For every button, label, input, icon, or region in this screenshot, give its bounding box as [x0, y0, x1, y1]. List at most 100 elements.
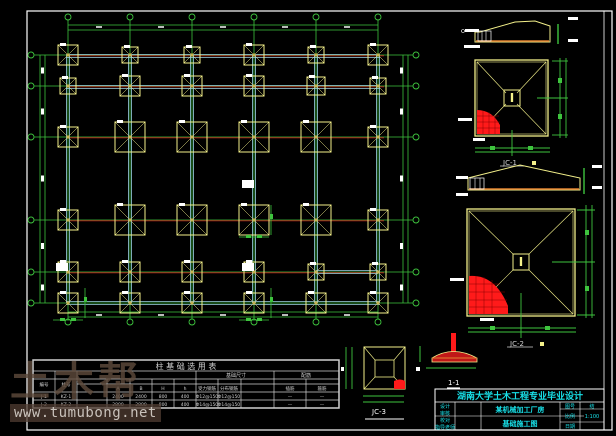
section-label: 1-1 — [448, 379, 459, 387]
footing-tag — [60, 260, 66, 263]
column-mark — [252, 135, 256, 139]
axis-bubble-bottom — [312, 318, 320, 326]
footing-tag — [124, 45, 130, 48]
column-mark — [190, 84, 194, 88]
footing — [243, 44, 265, 66]
footing-tag — [62, 76, 68, 79]
column-mark — [190, 218, 194, 222]
footing — [114, 121, 146, 153]
axis-bubble-bottom — [374, 318, 382, 326]
footing-tag — [303, 203, 309, 206]
footing-tag — [184, 74, 190, 77]
dimension-mark — [257, 318, 262, 321]
footing — [57, 292, 79, 314]
dimension-mark — [60, 318, 65, 321]
axis-bubble-right — [412, 268, 420, 276]
footing-tag — [60, 291, 66, 294]
footing-label — [242, 263, 254, 271]
axis-bubble-left — [27, 268, 35, 276]
column-mark — [376, 135, 380, 139]
column-mark — [252, 84, 256, 88]
dimension-text — [282, 26, 288, 28]
footing — [300, 121, 332, 153]
table-cell: 2400 — [135, 394, 147, 400]
table-header-cell: B — [139, 386, 142, 392]
table-cell: — — [320, 395, 325, 400]
footing-tag — [122, 291, 128, 294]
dimension-text — [96, 314, 102, 316]
column-mark — [376, 218, 380, 222]
table-header-cell: 编号 — [40, 381, 49, 388]
column-mark — [66, 301, 70, 305]
detail-jc2-label: JC-2 — [509, 340, 524, 348]
dimension-text — [400, 67, 403, 74]
column-mark — [66, 53, 70, 57]
column-mark — [376, 301, 380, 305]
table-header-cell: 受力钢筋 — [198, 385, 216, 392]
footing — [306, 76, 326, 96]
column-mark — [252, 270, 256, 274]
dimension-text — [41, 175, 44, 182]
table-cell: 400 — [181, 402, 190, 408]
footing-tag — [372, 262, 378, 265]
column-mark — [190, 53, 194, 57]
column-section-icon: I — [519, 255, 523, 269]
table-cell: 800 — [159, 402, 168, 408]
column-mark — [252, 218, 256, 222]
watermark-url[interactable]: www.tumubong.net — [10, 404, 161, 422]
footing-tag — [60, 208, 66, 211]
footing-tag — [370, 125, 376, 128]
table-header-cell: H — [161, 386, 164, 392]
table-cell: Φ12@150 — [218, 394, 240, 400]
footing — [181, 75, 203, 97]
foundation-plan — [27, 13, 420, 326]
column-mark — [66, 270, 70, 274]
dimension-mark — [71, 318, 76, 321]
table-cell: 400 — [181, 394, 190, 400]
footing — [176, 121, 208, 153]
column-mark — [128, 218, 132, 222]
axis-bubble-right — [412, 216, 420, 224]
title-label: 日期 — [565, 424, 575, 430]
axis-bubble-right — [412, 299, 420, 307]
footing — [176, 204, 208, 236]
footing — [119, 261, 141, 283]
axis-bubble-right — [412, 133, 420, 141]
footing-tag — [246, 291, 252, 294]
footing-detail-jc3: JC-3 — [341, 346, 406, 420]
column-mark — [128, 135, 132, 139]
dimension-mark — [246, 318, 251, 321]
column-mark — [66, 135, 70, 139]
table-cell: — — [288, 403, 293, 408]
dimension-mark — [246, 235, 251, 238]
column-mark — [128, 53, 132, 57]
column-mark — [190, 270, 194, 274]
dimension-mark — [270, 297, 273, 302]
column-mark — [66, 84, 70, 88]
axis-bubble-top — [250, 13, 258, 21]
title-label: 校对 — [440, 417, 450, 424]
footing-tag — [303, 120, 309, 123]
footing-label — [242, 180, 254, 188]
table-cell: 800 — [159, 394, 168, 400]
footing-tag — [184, 291, 190, 294]
title-label: 比例 — [565, 413, 575, 420]
axis-bubble-right — [412, 51, 420, 59]
footing-tag — [246, 260, 252, 263]
project-name: 某机械加工厂房 — [495, 405, 545, 414]
footing — [181, 292, 203, 314]
dimension-text — [400, 243, 403, 249]
footing-tag — [179, 203, 185, 206]
column-mark — [376, 84, 380, 88]
table-header-cell: 柱号 — [62, 381, 71, 388]
dimension-text — [41, 108, 44, 115]
column-section-icon: I — [510, 91, 514, 105]
footing-tag — [186, 45, 192, 48]
footing — [57, 126, 79, 148]
column-mark — [128, 84, 132, 88]
footing — [114, 204, 146, 236]
footing — [119, 75, 141, 97]
footing-tag — [179, 120, 185, 123]
rebar-hatch — [469, 275, 508, 314]
